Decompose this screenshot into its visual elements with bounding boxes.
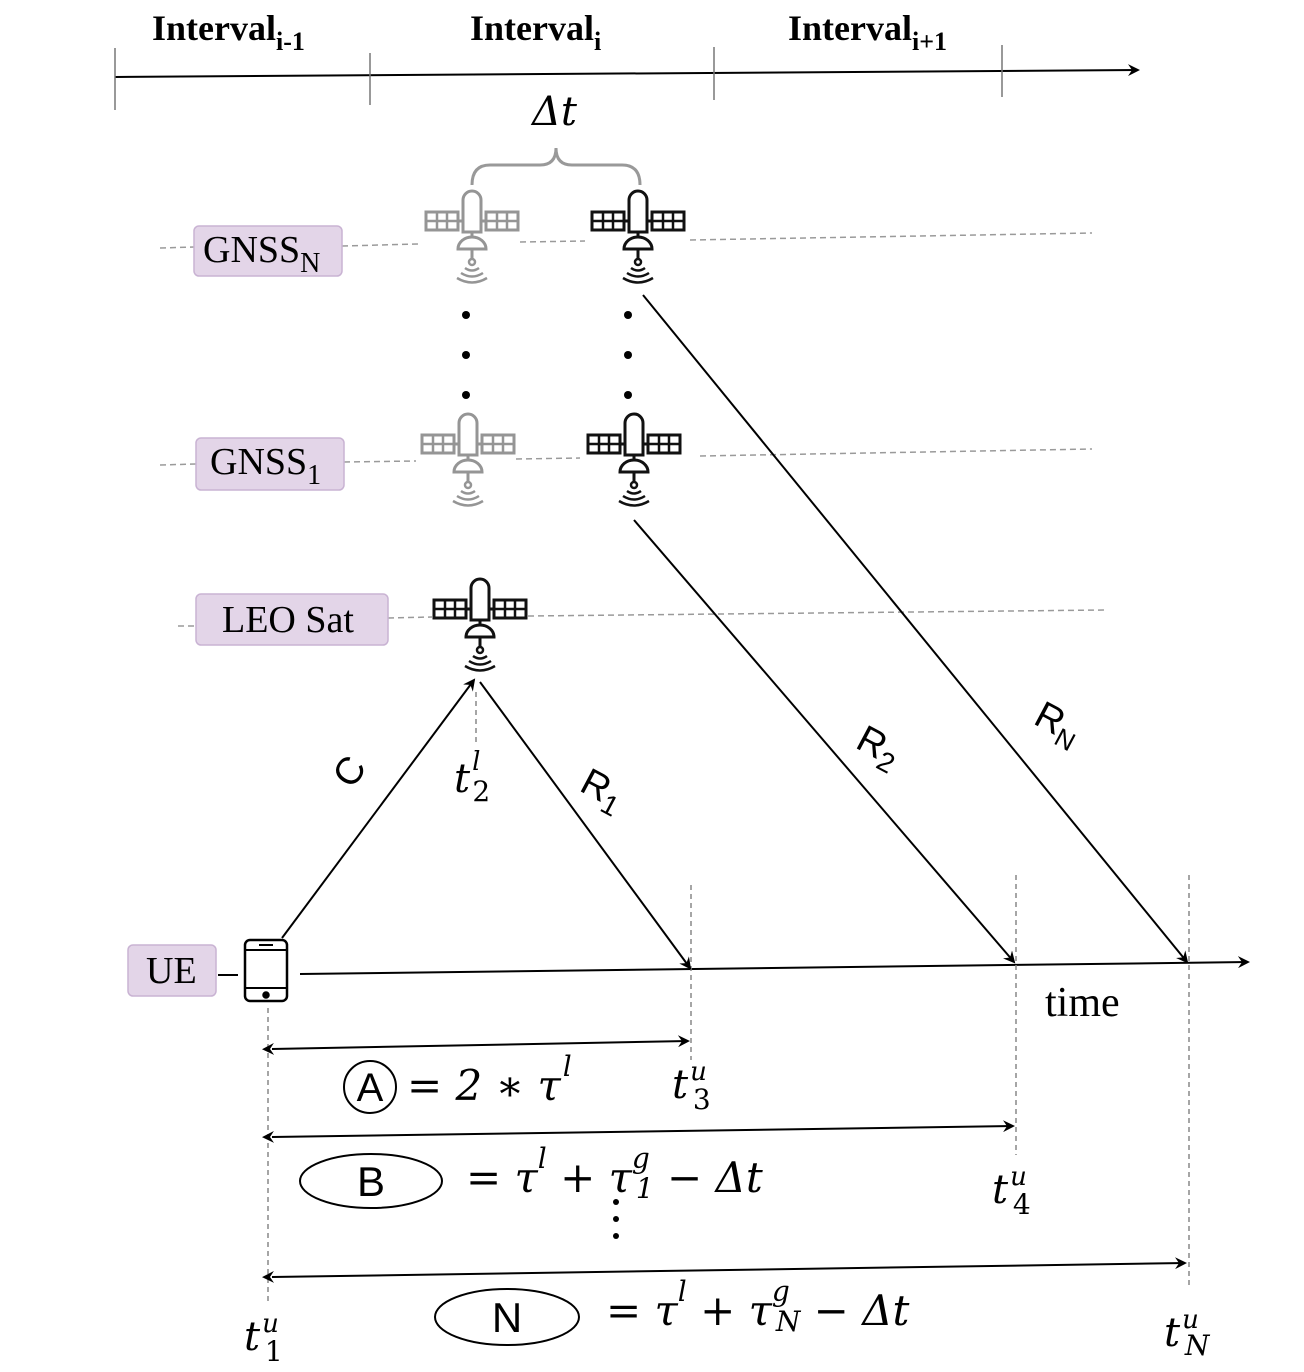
delta-t-label: Δt: [530, 89, 578, 135]
signal-c-arrow: [281, 678, 476, 939]
duration-n-arrow: [262, 1257, 1187, 1283]
leo-orbit: [387, 616, 433, 619]
satellite-icon: [432, 577, 528, 672]
time-axis: [299, 956, 1250, 975]
tag-leo: LEO Sat: [195, 593, 389, 646]
satellite-icon: [420, 412, 516, 507]
smartphone-icon: [243, 938, 289, 1003]
tag-box: [195, 593, 389, 646]
signal-r1-label: R1: [571, 761, 631, 823]
interval-next-label: Intervali+1: [788, 8, 947, 56]
interval-header: Intervali-1 Intervali Intervali+1 Δt: [114, 8, 1140, 186]
marker-n-ellipse: [434, 1288, 580, 1346]
tag-box: [193, 225, 343, 277]
gnss-n-orbit: [159, 246, 195, 249]
equation-ellipsis: [613, 1199, 619, 1239]
satellite-icon: [424, 189, 520, 284]
orbit-lines: [159, 232, 1106, 627]
tag-label: UE: [146, 950, 197, 992]
satellite-icon: [590, 189, 686, 284]
gnss-1-orbit: [699, 448, 1093, 457]
marker-a-circle: [343, 1060, 397, 1114]
tag-label: GNSSN: [203, 229, 320, 279]
interval-current-label: Intervali: [470, 8, 601, 56]
duration-arrows: [262, 1035, 1187, 1283]
equation-a: A = 2 ∗ τl: [343, 1050, 572, 1114]
signal-arrows: [281, 294, 1189, 970]
marker-a-label: A: [357, 1066, 384, 1110]
signal-r1-arrow: [479, 681, 692, 970]
tag-gnss-n: GNSSN: [193, 225, 343, 279]
tag-ue: UE: [127, 944, 217, 997]
signal-c-label: C: [325, 749, 375, 796]
signal-r2-label: R2: [847, 718, 907, 780]
ellipsis-dots: [462, 311, 632, 399]
delta-t-brace: [470, 147, 642, 186]
time-axis-label: time: [1045, 980, 1120, 1026]
signal-rn-label: RN: [1025, 694, 1088, 757]
gnss-1-orbit: [343, 460, 417, 463]
tag-label: GNSS1: [210, 441, 321, 491]
tag-box: [195, 437, 345, 491]
gnss-n-orbit: [689, 232, 1093, 241]
time-markers: [267, 692, 1190, 1305]
interval-axis: [114, 64, 1140, 78]
marker-b-label: B: [357, 1158, 385, 1205]
tag-box: [127, 944, 217, 997]
gnss-n-orbit: [341, 243, 419, 247]
gnss-n-orbit: [519, 240, 586, 243]
marker-n-label: N: [492, 1294, 522, 1341]
signal-r2-arrow: [633, 519, 1016, 964]
interval-prev-label: Intervali-1: [152, 8, 305, 56]
tag-gnss-1: GNSS1: [195, 437, 345, 491]
gnss-1-orbit: [159, 463, 197, 466]
equation-a-text: = 2 ∗ τl: [407, 1050, 572, 1110]
tag-label: LEO Sat: [222, 599, 354, 641]
signal-rn-arrow: [642, 294, 1189, 964]
leo-orbit: [527, 609, 1106, 617]
marker-b-ellipse: [299, 1153, 443, 1209]
satellite-icon: [586, 412, 682, 507]
gnss-1-orbit: [515, 457, 581, 460]
duration-b-arrow: [262, 1120, 1015, 1143]
duration-a-arrow: [262, 1035, 690, 1055]
